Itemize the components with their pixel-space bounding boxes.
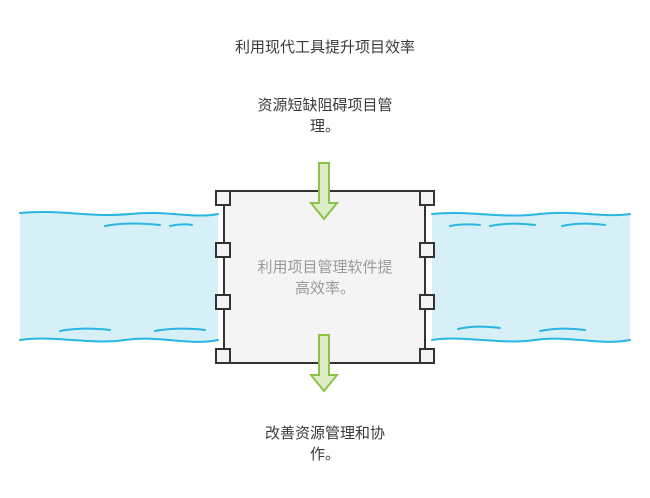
bottom-label: 改善资源管理和协 作。 xyxy=(225,423,425,465)
right-water-top-edge xyxy=(431,211,631,217)
top-label-line-2: 理。 xyxy=(309,117,340,135)
dam-label-line-1: 利用项目管理软件提 xyxy=(257,258,393,276)
right-water-bottom-edge xyxy=(431,337,631,343)
dam-pillar xyxy=(419,294,435,310)
down-arrow-icon xyxy=(308,162,340,221)
dam-pillar xyxy=(215,242,231,258)
dam-pillar xyxy=(419,348,435,364)
right-ripple-3 xyxy=(561,222,606,227)
dam-pillar xyxy=(419,190,435,206)
left-water xyxy=(19,210,219,343)
right-ripple-4 xyxy=(457,325,501,330)
right-water-body xyxy=(432,212,630,342)
left-water-bottom-edge xyxy=(19,337,219,343)
right-ripple-5 xyxy=(539,327,586,332)
bottom-label-line-1: 改善资源管理和协 xyxy=(264,424,385,442)
left-ripple-1 xyxy=(104,222,161,227)
bottom-label-line-2: 作。 xyxy=(309,445,340,463)
left-ripple-2 xyxy=(169,223,193,227)
dam-right-pillars xyxy=(419,190,435,364)
dam-pillar xyxy=(215,294,231,310)
dam-pillar xyxy=(419,242,435,258)
top-label-line-1: 资源短缺阻碍项目管 xyxy=(257,96,393,114)
dam-pillar xyxy=(215,348,231,364)
left-ripple-3 xyxy=(59,327,111,332)
dam-label: 利用项目管理软件提 高效率。 xyxy=(232,257,418,299)
right-ripple-2 xyxy=(489,222,536,227)
left-ripple-4 xyxy=(154,327,206,332)
left-water-top-edge xyxy=(19,210,219,217)
diagram-title: 利用现代工具提升项目效率 xyxy=(234,38,415,56)
right-water xyxy=(431,211,631,343)
down-arrow-icon xyxy=(308,334,340,393)
right-ripple-1 xyxy=(449,223,481,227)
dam-label-line-2: 高效率。 xyxy=(294,279,355,297)
dam-pillar xyxy=(215,190,231,206)
top-label: 资源短缺阻碍项目管 理。 xyxy=(225,95,425,137)
dam-left-pillars xyxy=(215,190,231,364)
left-water-body xyxy=(20,211,218,342)
